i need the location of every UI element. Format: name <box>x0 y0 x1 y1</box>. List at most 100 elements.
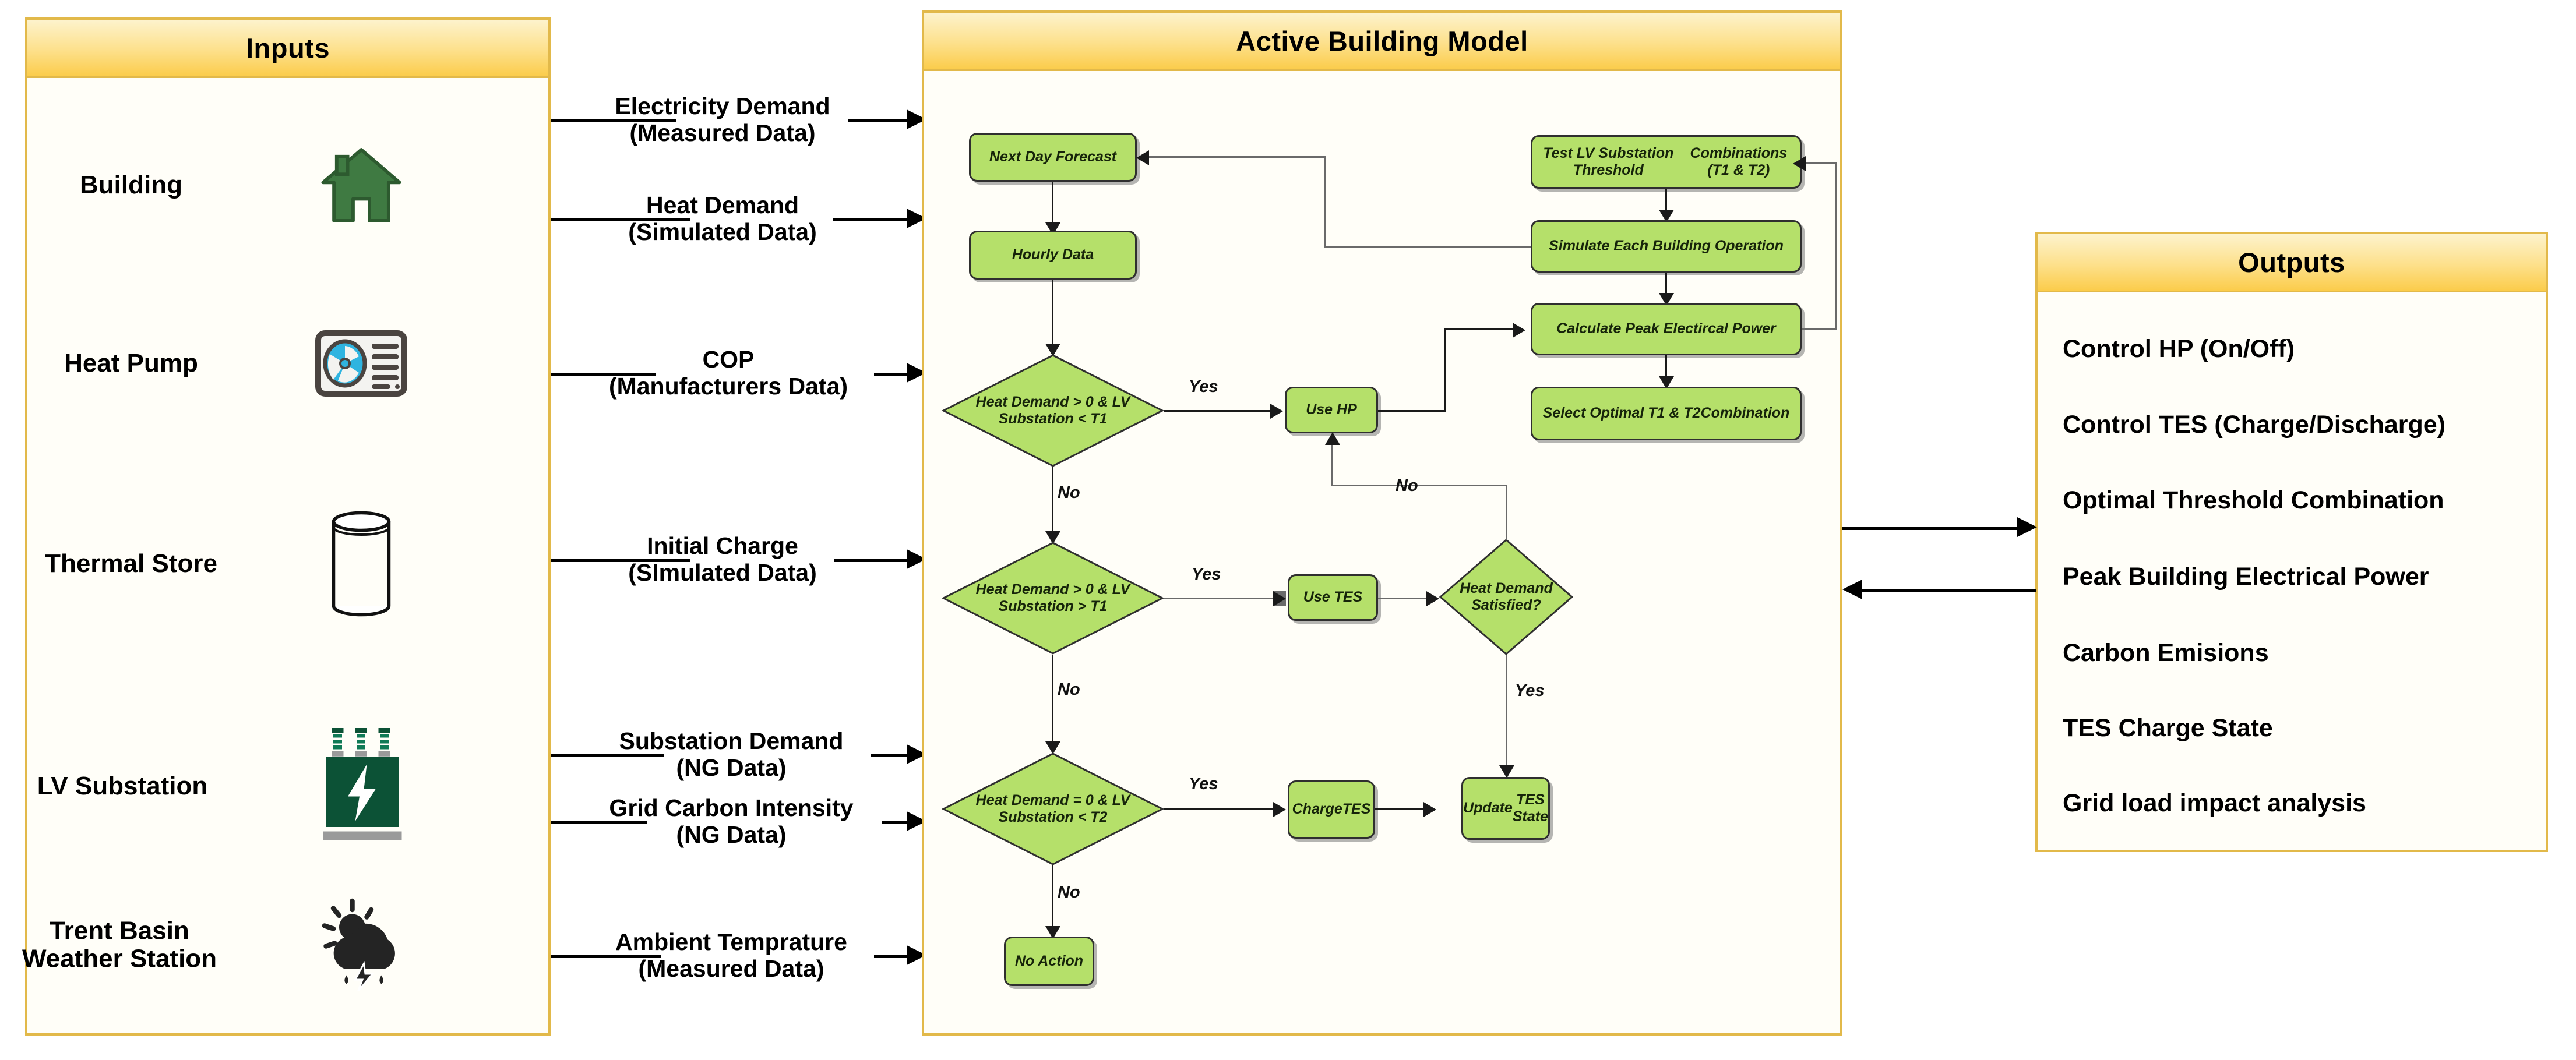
edge-usehp-to-calc <box>1444 328 1517 330</box>
edge-label-decision1-no: No <box>1058 483 1080 502</box>
edge-simulate-to-forecast <box>1149 156 1326 158</box>
outputs-panel: Outputs <box>2035 232 2548 852</box>
node-no-action[interactable]: No Action <box>1004 937 1094 986</box>
arrowhead-chargetes-to-update <box>1423 802 1436 817</box>
edge-label-decision2-yes: Yes <box>1192 565 1221 584</box>
arrowhead-decision2-no <box>1045 741 1060 754</box>
edge-label-satisfied-no: No <box>1396 476 1418 495</box>
edge-satisfied-no-h <box>1331 485 1507 486</box>
edge-usehp-vert <box>1444 328 1446 412</box>
edge-label-decision3-yes: Yes <box>1189 775 1218 793</box>
select-optimal-line1: Select Optimal T1 & T2 <box>1542 405 1701 422</box>
edge-decision1-yes <box>1164 410 1280 412</box>
inputs-panel: Inputs <box>25 17 551 1036</box>
edge-satisfied-no-v <box>1506 485 1507 540</box>
substation-icon <box>319 724 406 849</box>
output-item-tes-charge-state: TES Charge State <box>2063 714 2273 742</box>
edge-label-decision2-no: No <box>1058 680 1080 699</box>
arrowhead-usetes-to-satisfied <box>1426 591 1439 606</box>
arrowhead-satisfied-no-to-usehp <box>1325 432 1340 445</box>
edge-loop-top <box>1803 162 1837 164</box>
flow-label-ambient-temperature: Ambient Temprature(Measured Data) <box>615 928 847 982</box>
edge-calculate-to-select <box>1665 355 1667 386</box>
node-charge-tes[interactable]: Charge TES <box>1288 780 1375 839</box>
charge-tes-line2: TES <box>1342 801 1371 818</box>
edge-chargetes-to-update <box>1375 808 1433 810</box>
node-calculate-peak[interactable]: Calculate Peak Electircal Power <box>1531 303 1802 355</box>
node-simulate-operation[interactable]: Simulate Each Building Operation <box>1531 220 1802 273</box>
arrowhead-decision3-no <box>1045 926 1060 939</box>
update-tes-line2: TES State <box>1512 791 1548 825</box>
input-label-weather-station: Trent Basin Weather Station <box>6 917 233 972</box>
node-hourly-data[interactable]: Hourly Data <box>969 231 1137 280</box>
model-panel-title: Active Building Model <box>924 13 1840 71</box>
arrowhead-usehp-to-calc <box>1513 323 1525 338</box>
select-optimal-line2: Combination <box>1700 405 1790 422</box>
output-item-control-tes: Control TES (Charge/Discharge) <box>2063 411 2446 439</box>
edge-decision1-no <box>1052 467 1053 540</box>
arrowhead-simulate-to-forecast <box>1136 150 1149 165</box>
input-label-heat-pump: Heat Pump <box>64 349 198 378</box>
node-use-tes[interactable]: Use TES <box>1288 574 1378 621</box>
house-icon <box>318 142 405 229</box>
edge-loop-calc-right <box>1802 328 1837 330</box>
output-item-grid-load-impact: Grid load impact analysis <box>2063 789 2366 817</box>
flow-label-grid-carbon-intensity: Grid Carbon Intensity(NG Data) <box>609 794 854 848</box>
node-test-thresholds[interactable]: Test LV Substation Threshold Combination… <box>1531 135 1802 189</box>
heat-pump-icon <box>315 328 408 398</box>
edge-label-decision3-no: No <box>1058 883 1080 902</box>
output-item-carbon-emisions: Carbon Emisions <box>2063 639 2269 667</box>
arrowhead-simulate-to-calculate <box>1659 293 1674 306</box>
outputs-panel-title: Outputs <box>2038 234 2546 292</box>
edge-simulate-left <box>1324 246 1531 248</box>
edge-loop-vertical <box>1835 162 1837 330</box>
node-next-day-forecast[interactable]: Next Day Forecast <box>969 133 1137 182</box>
charge-tes-line1: Charge <box>1292 801 1342 818</box>
input-label-thermal-store: Thermal Store <box>45 549 217 578</box>
edge-label-decision1-yes: Yes <box>1189 377 1218 396</box>
flow-label-initial-charge: Initial Charge(SImulated Data) <box>628 532 817 586</box>
test-thresholds-line1: Test LV Substation Threshold <box>1543 144 1674 179</box>
weather-station-label-line1: Trent Basin <box>50 916 189 945</box>
output-item-optimal-threshold: Optimal Threshold Combination <box>2063 486 2444 514</box>
arrowhead-loop-to-thresholds <box>1793 156 1806 171</box>
weather-station-icon <box>316 898 409 992</box>
output-item-peak-power: Peak Building Electrical Power <box>2063 563 2429 591</box>
update-tes-line1: Update <box>1463 800 1513 817</box>
cylinder-tank-icon <box>329 508 393 619</box>
edge-decision3-no <box>1052 865 1053 935</box>
arrowhead-thresholds-to-simulate <box>1659 210 1674 222</box>
arrowhead-decision3-yes <box>1273 802 1286 817</box>
edge-hourly-to-decision1 <box>1052 280 1053 352</box>
node-use-hp[interactable]: Use HP <box>1285 387 1378 433</box>
edge-usetes-to-satisfied <box>1378 598 1436 599</box>
arrowhead-calculate-to-select <box>1659 376 1674 389</box>
arrowhead-decision2-yes <box>1273 591 1286 606</box>
inputs-panel-title: Inputs <box>27 20 548 78</box>
node-update-tes-state[interactable]: Update TES State <box>1461 777 1550 840</box>
edge-decision3-yes <box>1164 808 1283 810</box>
flow-label-substation-demand: Substation Demand(NG Data) <box>619 727 844 781</box>
edge-label-satisfied-yes: Yes <box>1515 681 1545 700</box>
flow-label-electricity-demand: Electricity Demand(Measured Data) <box>615 93 830 146</box>
edge-decision2-no <box>1052 655 1053 751</box>
edge-satisfied-yes <box>1506 655 1507 775</box>
flow-label-heat-demand: Heat Demand(Simulated Data) <box>628 192 817 245</box>
edge-satisfied-no-v2 <box>1331 441 1333 486</box>
test-thresholds-line2: Combinations (T1 & T2) <box>1690 144 1788 179</box>
edge-thresholds-to-simulate <box>1665 189 1667 219</box>
weather-station-label-line2: Weather Station <box>22 944 217 973</box>
arrowhead-decision1-no <box>1045 531 1060 544</box>
node-select-optimal[interactable]: Select Optimal T1 & T2 Combination <box>1531 387 1802 440</box>
input-label-lv-substation: LV Substation <box>37 772 208 801</box>
arrowhead-satisfied-yes <box>1499 765 1514 778</box>
